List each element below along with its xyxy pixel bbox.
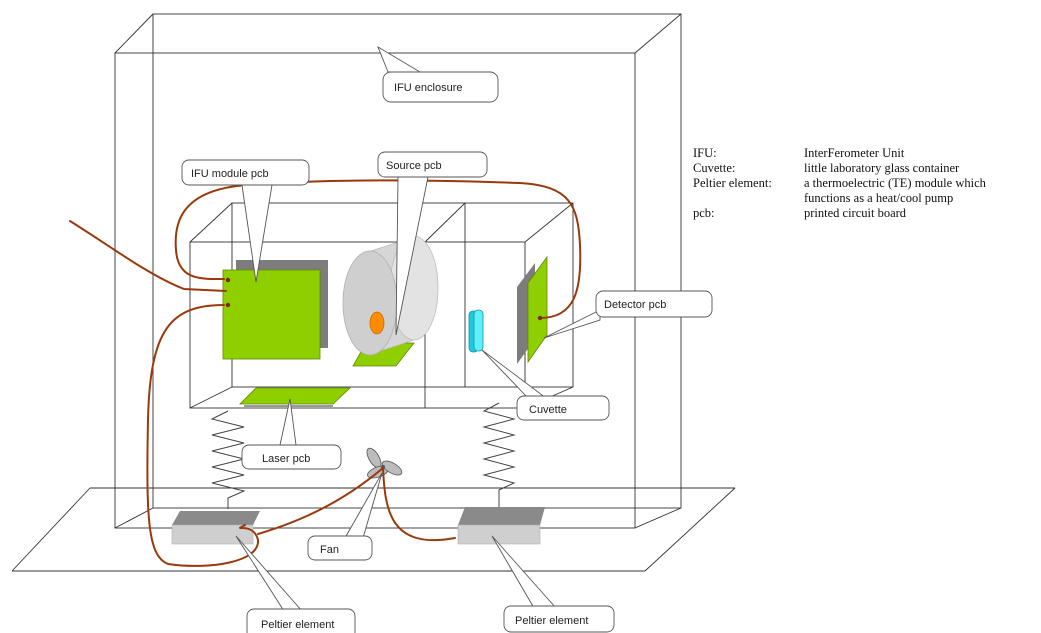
callout-ifu-enclosure: IFU enclosure bbox=[377, 45, 499, 103]
label-ifu-enclosure: IFU enclosure bbox=[394, 82, 462, 94]
glossary-term-cuvette: Cuvette: bbox=[693, 161, 735, 175]
glossary-term-peltier: Peltier element: bbox=[693, 176, 772, 190]
label-source-pcb: Source pcb bbox=[386, 160, 442, 172]
glossary-term-pcb: pcb: bbox=[693, 206, 715, 220]
source-led bbox=[369, 311, 385, 335]
cuvette-glass bbox=[468, 309, 484, 353]
callout-source-pcb: Source pcb bbox=[377, 151, 488, 336]
spring-left bbox=[210, 410, 246, 509]
label-cuvette: Cuvette bbox=[529, 404, 567, 416]
label-fan: Fan bbox=[320, 544, 339, 556]
callout-detector-pcb: Detector pcb bbox=[543, 290, 713, 339]
callout-fan: Fan bbox=[307, 472, 383, 561]
peltier-element-right bbox=[457, 507, 545, 545]
label-detector-pcb: Detector pcb bbox=[604, 299, 666, 311]
callout-cuvette: Cuvette bbox=[481, 349, 610, 421]
peltier-element-left bbox=[171, 511, 260, 545]
cables bbox=[69, 179, 582, 567]
glossary-def-peltier-line1: a thermoelectric (TE) module which bbox=[804, 176, 987, 190]
label-peltier-right: Peltier element bbox=[515, 615, 588, 627]
glossary-term-ifu: IFU: bbox=[693, 146, 717, 160]
detector-pcb bbox=[517, 255, 548, 364]
glossary-def-peltier-line2: functions as a heat/cool pump bbox=[804, 191, 953, 205]
ifu-enclosure-box bbox=[114, 13, 682, 529]
label-laser-pcb: Laser pcb bbox=[262, 453, 310, 465]
laser-pcb bbox=[239, 387, 352, 405]
label-ifu-module-pcb: IFU module pcb bbox=[191, 168, 269, 180]
label-peltier-left: Peltier element bbox=[261, 619, 334, 631]
ifu-module-pcb bbox=[222, 260, 328, 360]
glossary-def-ifu: InterFerometer Unit bbox=[804, 146, 905, 160]
callout-peltier-left: Peltier element bbox=[235, 535, 356, 633]
source-assembly bbox=[342, 235, 439, 367]
callout-laser-pcb: Laser pcb bbox=[241, 398, 342, 470]
glossary-def-cuvette: little laboratory glass container bbox=[804, 161, 960, 175]
callout-peltier-right: Peltier element bbox=[491, 535, 615, 633]
floor-plane bbox=[11, 487, 736, 572]
callout-ifu-module-pcb: IFU module pcb bbox=[181, 159, 310, 283]
glossary-def-pcb: printed circuit board bbox=[804, 206, 907, 220]
spring-right bbox=[482, 402, 516, 508]
glossary: IFU: InterFerometer Unit Cuvette: little… bbox=[693, 146, 987, 220]
